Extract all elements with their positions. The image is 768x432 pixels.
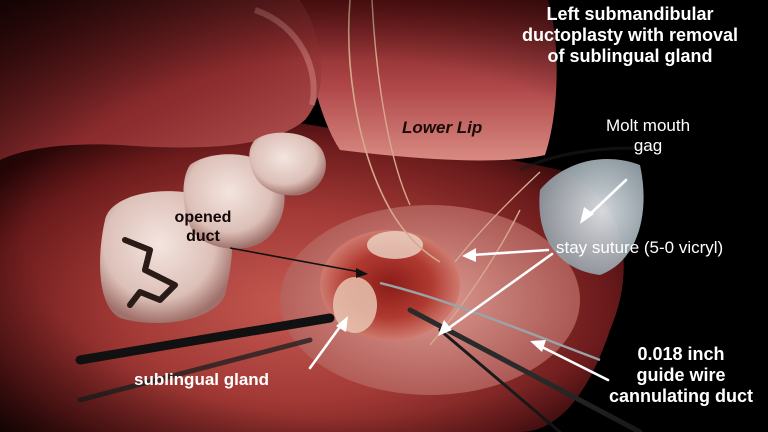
molt-gag-arrowhead [580,207,594,224]
stay-suture-arrowhead-upper [462,248,476,262]
stay-suture-arrow-lower [444,252,554,332]
sublingual-gland-arrow [308,322,344,370]
opened-duct-label: opened duct [174,209,232,245]
opened-duct-pointer-head [356,268,368,278]
figure-title: Left submandibular ductoplasty with remo… [521,4,739,67]
mouth-gag-label: Molt mouth gag [605,116,691,156]
stay-suture-label: stay suture (5-0 vicryl) [556,238,724,257]
stay-suture-arrowhead-lower [438,320,452,336]
guide-wire-arrowhead [530,340,546,352]
opened-duct-pointer [229,247,361,273]
lower-lip-label: Lower Lip [402,118,483,137]
guide-wire-arrow [538,344,610,382]
stay-suture-arrow-upper [470,248,550,257]
sublingual-gland-label: sublingual gland [134,370,270,389]
molt-gag-arrow [584,178,628,220]
guide-wire-label: 0.018 inch guide wire cannulating duct [609,344,753,407]
sublingual-gland-arrowhead [336,316,348,332]
